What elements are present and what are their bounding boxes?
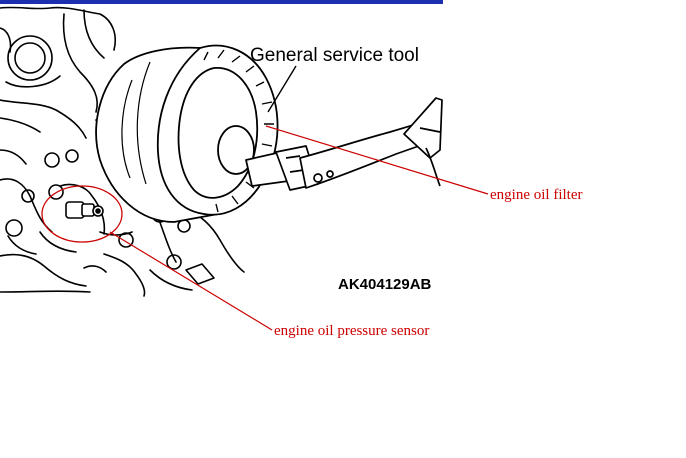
service-tool-handle bbox=[245, 97, 443, 191]
tool-label: General service tool bbox=[250, 45, 419, 66]
bolt bbox=[118, 232, 134, 248]
bolt bbox=[21, 189, 35, 203]
clip bbox=[185, 263, 215, 285]
tool-leader bbox=[267, 65, 297, 113]
filter-label: engine oil filter bbox=[490, 187, 582, 203]
sensor-leader bbox=[109, 231, 273, 331]
oil-pressure-sensor bbox=[65, 201, 104, 219]
boss-upper-left bbox=[7, 35, 53, 81]
bolt bbox=[65, 149, 79, 163]
sensor-highlight-circle bbox=[41, 185, 123, 243]
bolt bbox=[5, 219, 23, 237]
top-bar bbox=[0, 0, 443, 4]
diagram-code: AK404129AB bbox=[338, 276, 432, 293]
bolt bbox=[44, 152, 60, 168]
filter-leader bbox=[265, 125, 489, 195]
bolt bbox=[166, 254, 182, 270]
sensor-label: engine oil pressure sensor bbox=[274, 323, 429, 339]
bolt bbox=[48, 184, 64, 200]
oil-filter bbox=[95, 44, 279, 223]
